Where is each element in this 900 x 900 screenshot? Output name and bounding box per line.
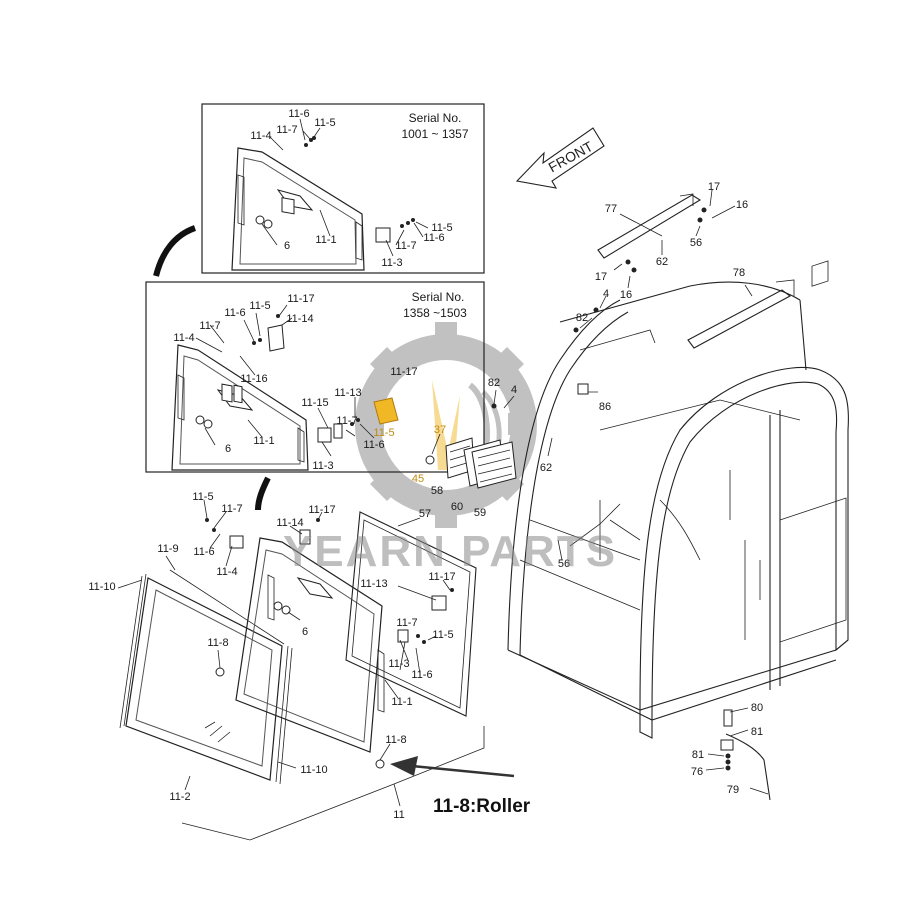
label-c4: 56 [690,237,702,249]
label-b22: 11 [393,809,404,821]
label-c11: 82 [488,377,500,389]
label-c9: 82 [576,312,588,324]
label-b21: 11-2 [169,791,190,803]
label-c18: 60 [451,501,463,513]
label-b20: 11-10 [300,764,327,776]
latch-highlight [373,397,399,425]
label-m14: 6 [225,443,231,455]
label-c5: 62 [656,256,668,268]
roller-pointer-arrow [390,756,515,778]
label-c8: 78 [733,267,745,279]
arrow-inset-middle [255,476,271,511]
label-m16: 11-3 [312,460,333,472]
label-b9: 11-10 [88,581,115,593]
label-c2: 17 [708,181,720,193]
label-b13: 11-8 [207,637,228,649]
label-b12: 11-17 [428,571,455,583]
inset-middle-serial-title: Serial No. [412,290,465,304]
label-m8: 11-17 [390,366,417,378]
label-b4: 11-14 [276,517,303,529]
label-b11: 11-13 [360,578,387,590]
label-c24: 76 [691,766,703,778]
label-b1: 11-5 [192,491,213,503]
label-m3: 11-14 [286,313,313,325]
label-m7: 11-16 [240,373,267,385]
label-b2: 11-7 [221,503,242,515]
label-b17: 11-6 [411,669,432,681]
label-m10: 11-15 [301,397,328,409]
label-b15: 11-5 [432,629,453,641]
label-b3: 11-17 [308,504,335,516]
label-c23: 81 [692,749,704,761]
label-m13: 11-6 [363,439,384,451]
label-b6: 11-9 [157,543,178,555]
label-t3: 11-7 [276,124,297,136]
label-m5: 11-7 [199,320,220,332]
label-m4: 11-6 [224,307,245,319]
label-t10: 11-3 [381,257,402,269]
label-c21: 80 [751,702,763,714]
label-b18: 11-1 [391,696,412,708]
label-m15: 11-1 [253,435,274,447]
label-m11: 11-5 [373,427,394,439]
label-c3: 16 [736,199,748,211]
door-assembly [117,499,485,841]
inset-top-serial-range: 1001 ~ 1357 [401,127,468,141]
caption-roller: 11-8:Roller [433,796,531,817]
inset-serial-1001-1357: Serial No. 1001 ~ 1357 [201,103,485,274]
label-m6: 11-4 [173,332,194,344]
label-c20: 56 [558,558,570,570]
label-c14: 37 [434,424,446,436]
label-b19: 11-8 [385,734,406,746]
label-m2: 11-5 [249,300,270,312]
label-t2: 11-5 [314,117,335,129]
label-b14: 11-7 [396,617,417,629]
label-t7: 11-5 [431,222,452,234]
label-c13: 86 [599,401,611,413]
label-c12: 4 [511,384,517,396]
label-c16: 45 [412,473,424,485]
label-c10: 4 [603,288,609,300]
label-m9: 11-13 [334,387,361,399]
label-c17: 58 [431,485,443,497]
label-t6: 11-1 [315,234,336,246]
label-c25: 79 [727,784,739,796]
label-b8: 11-4 [216,566,237,578]
label-t1: 11-6 [288,108,309,120]
label-t5: 6 [284,240,290,252]
inset-middle-serial-range: 1358 ~1503 [403,306,467,320]
label-c22: 81 [751,726,763,738]
label-t8: 11-7 [395,240,416,252]
front-direction-arrow: FRONT [515,127,605,189]
label-b5: 57 [419,508,431,520]
label-m1: 11-17 [287,293,314,305]
label-c6: 17 [595,271,607,283]
label-c19: 59 [474,507,486,519]
label-b10: 6 [302,626,308,638]
label-b7: 11-6 [193,546,214,558]
label-t9: 11-6 [423,232,444,244]
arrow-inset-top [153,225,197,277]
inset-serial-1358-1503: Serial No. 1358 ~1503 [145,281,485,473]
cab-frame [425,189,849,801]
label-c7: 16 [620,289,632,301]
label-c1: 77 [605,203,617,215]
label-t4: 11-4 [250,130,271,142]
inset-top-serial-title: Serial No. [409,111,462,125]
label-b16: 11-3 [388,658,409,670]
label-m12: 11-7 [336,415,357,427]
watermark-text: YEARN PARTS [283,527,617,576]
label-c15: 62 [540,462,552,474]
